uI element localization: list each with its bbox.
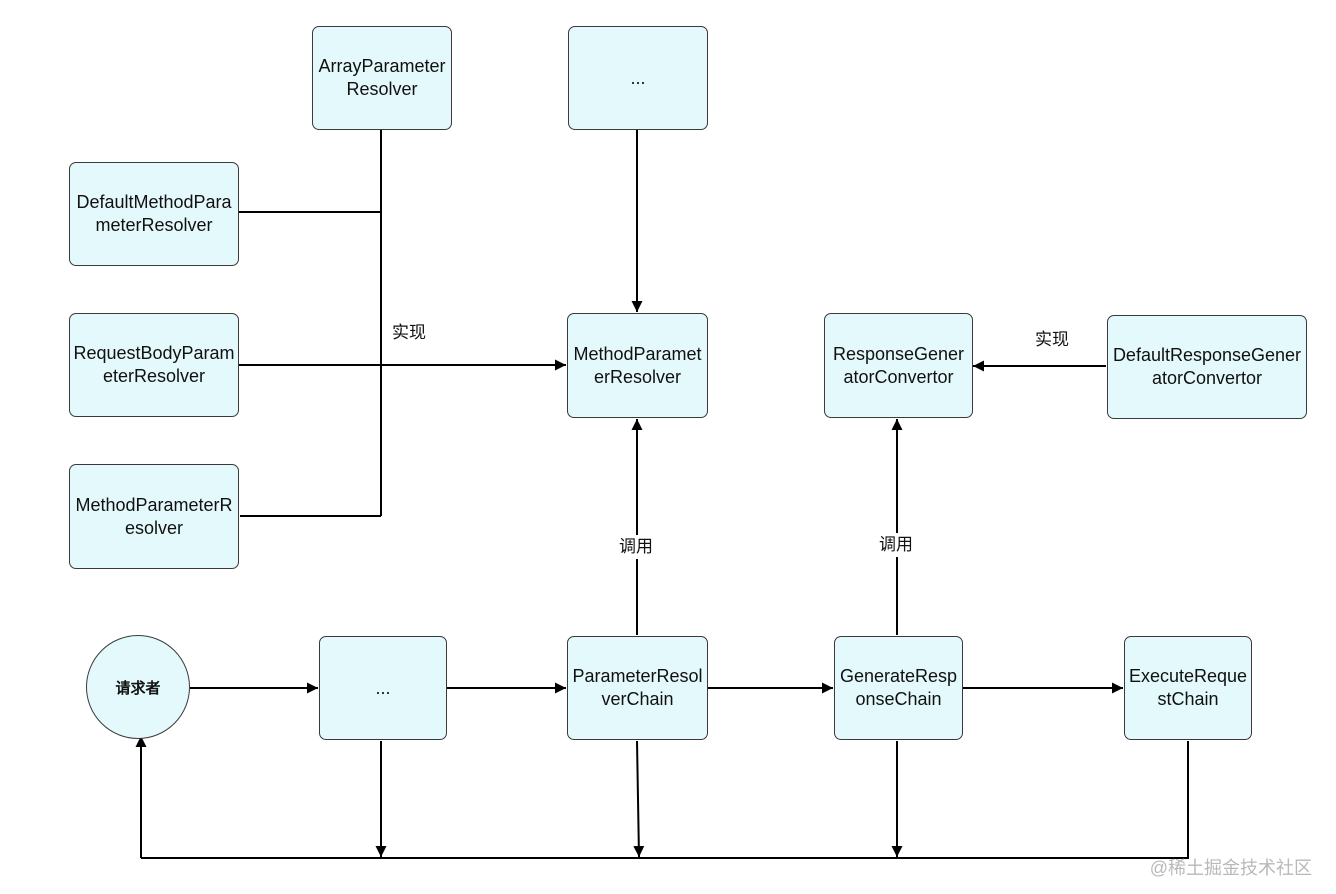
ellipsis-top-box: ... bbox=[568, 26, 708, 130]
return-path-line bbox=[141, 741, 1189, 859]
default-method-parameter-resolver-box: DefaultMethodParameterResolver bbox=[69, 162, 239, 266]
return-from-parameter-chain-arrow bbox=[633, 740, 645, 858]
requester-circle: 请求者 bbox=[86, 635, 190, 739]
ellipsis-bottom-box: ... bbox=[319, 636, 447, 740]
request-body-parameter-resolver-box: RequestBodyParameterResolver bbox=[69, 313, 239, 417]
watermark: @稀土掘金技术社区 bbox=[1149, 858, 1312, 878]
invoke-parameter-resolver-label: 调用 bbox=[616, 535, 656, 559]
generate-response-chain-box: GenerateResponseChain bbox=[834, 636, 963, 740]
invoke-response-generator-label: 调用 bbox=[876, 533, 916, 557]
method-parameter-resolver-impl-box: MethodParameterResolver bbox=[69, 464, 239, 569]
implements-label: 实现 bbox=[389, 321, 429, 345]
parameter-resolver-chain-box: ParameterResolverChain bbox=[567, 636, 708, 740]
array-parameter-resolver-box: ArrayParameterResolver bbox=[312, 26, 452, 130]
method-parameter-resolver-box: MethodParameterResolver bbox=[567, 313, 708, 418]
default-response-generator-convertor-box: DefaultResponseGeneratorConvertor bbox=[1107, 315, 1307, 419]
response-generator-convertor-box: ResponseGeneratorConvertor bbox=[824, 313, 973, 418]
response-implements-label: 实现 bbox=[1032, 328, 1072, 352]
execute-request-chain-box: ExecuteRequestChain bbox=[1124, 636, 1252, 740]
